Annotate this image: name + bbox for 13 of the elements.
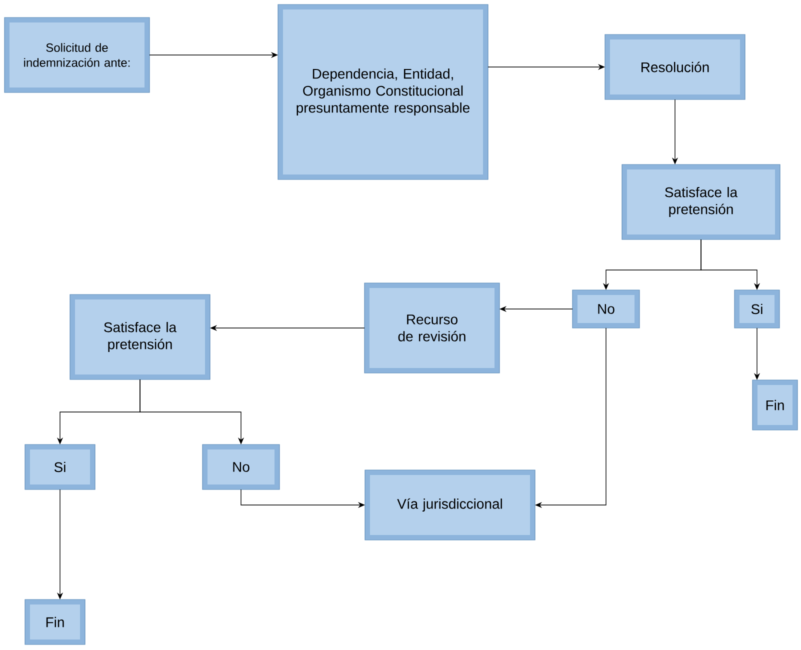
process-box: Resolución [604,34,746,100]
process-box: Satisface la pretensión [622,164,780,240]
process-box: Si [734,290,780,328]
process-box: Solicitud de indemnización ante: [4,17,150,93]
process-box: Si [24,444,96,490]
process-box: Fin [24,599,86,645]
process-box: No [202,444,280,490]
process-box: Recurso de revisión [364,282,500,374]
process-box: Vía jurisdiccional [364,470,536,540]
process-box: Dependencia, Entidad, Organismo Constitucional presuntamente responsable [278,4,488,180]
process-box: No [572,290,640,328]
process-box: Fin [752,380,798,430]
process-box: Satisface la pretensión [70,294,210,380]
